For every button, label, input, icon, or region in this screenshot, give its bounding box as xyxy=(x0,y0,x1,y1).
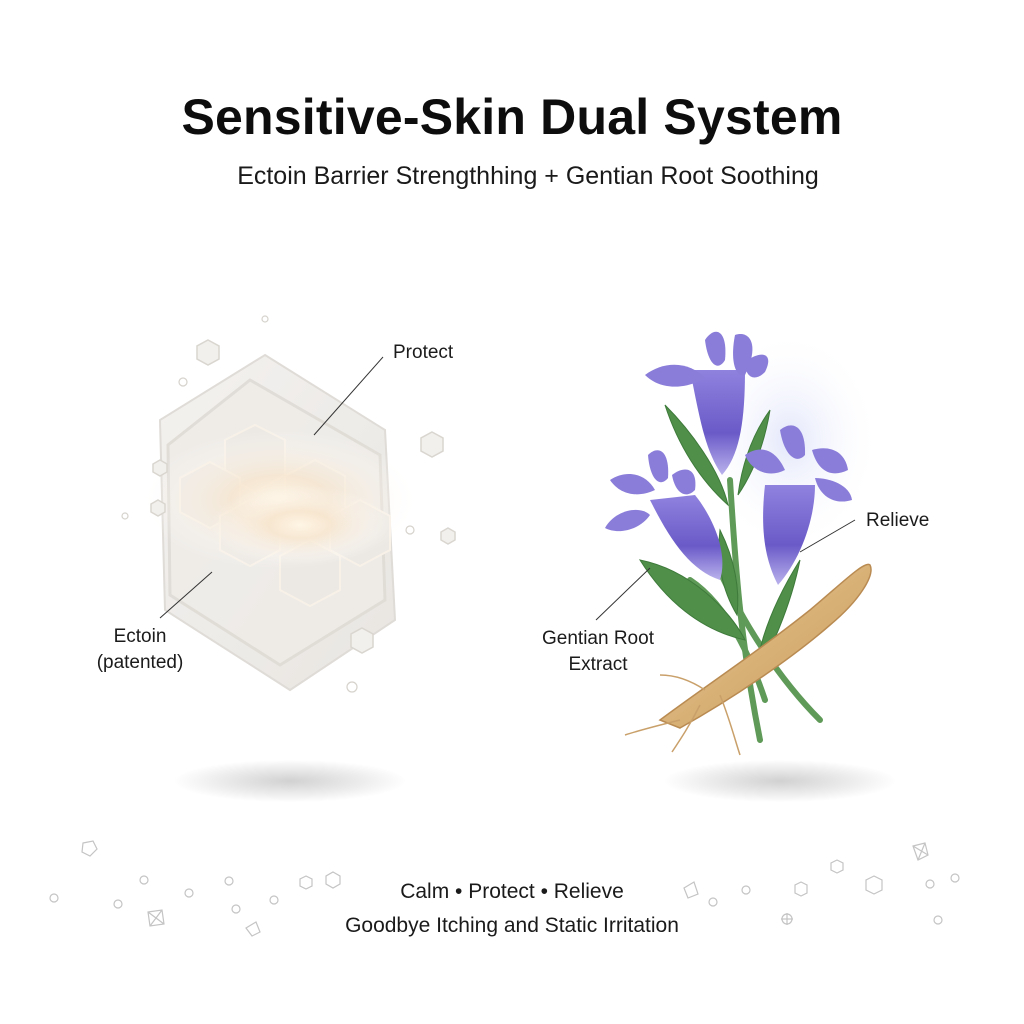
gentian-callout-line1: Gentian Root xyxy=(542,628,654,649)
tagline: Goodbye Itching and Static Irritation xyxy=(345,914,679,937)
ectoin-callout-line2: (patented) xyxy=(96,652,184,673)
relieve-callout: Relieve xyxy=(866,510,930,531)
benefits-line: Calm • Protect • Relieve xyxy=(400,880,624,903)
page-title: Sensitive-Skin Dual System xyxy=(181,89,843,145)
ectoin-callout-line1: Ectoin xyxy=(113,626,167,647)
ectoin-shadow xyxy=(175,760,405,802)
gentian-callout-line2: Extract xyxy=(568,654,628,675)
protect-callout: Protect xyxy=(393,342,454,363)
ectoin-callout: Ectoin (patented) xyxy=(90,624,190,676)
gentian-shadow xyxy=(665,760,895,802)
gentian-callout: Gentian Root Extract xyxy=(533,626,663,678)
page-subtitle: Ectoin Barrier Strengthhing + Gentian Ro… xyxy=(237,162,819,190)
